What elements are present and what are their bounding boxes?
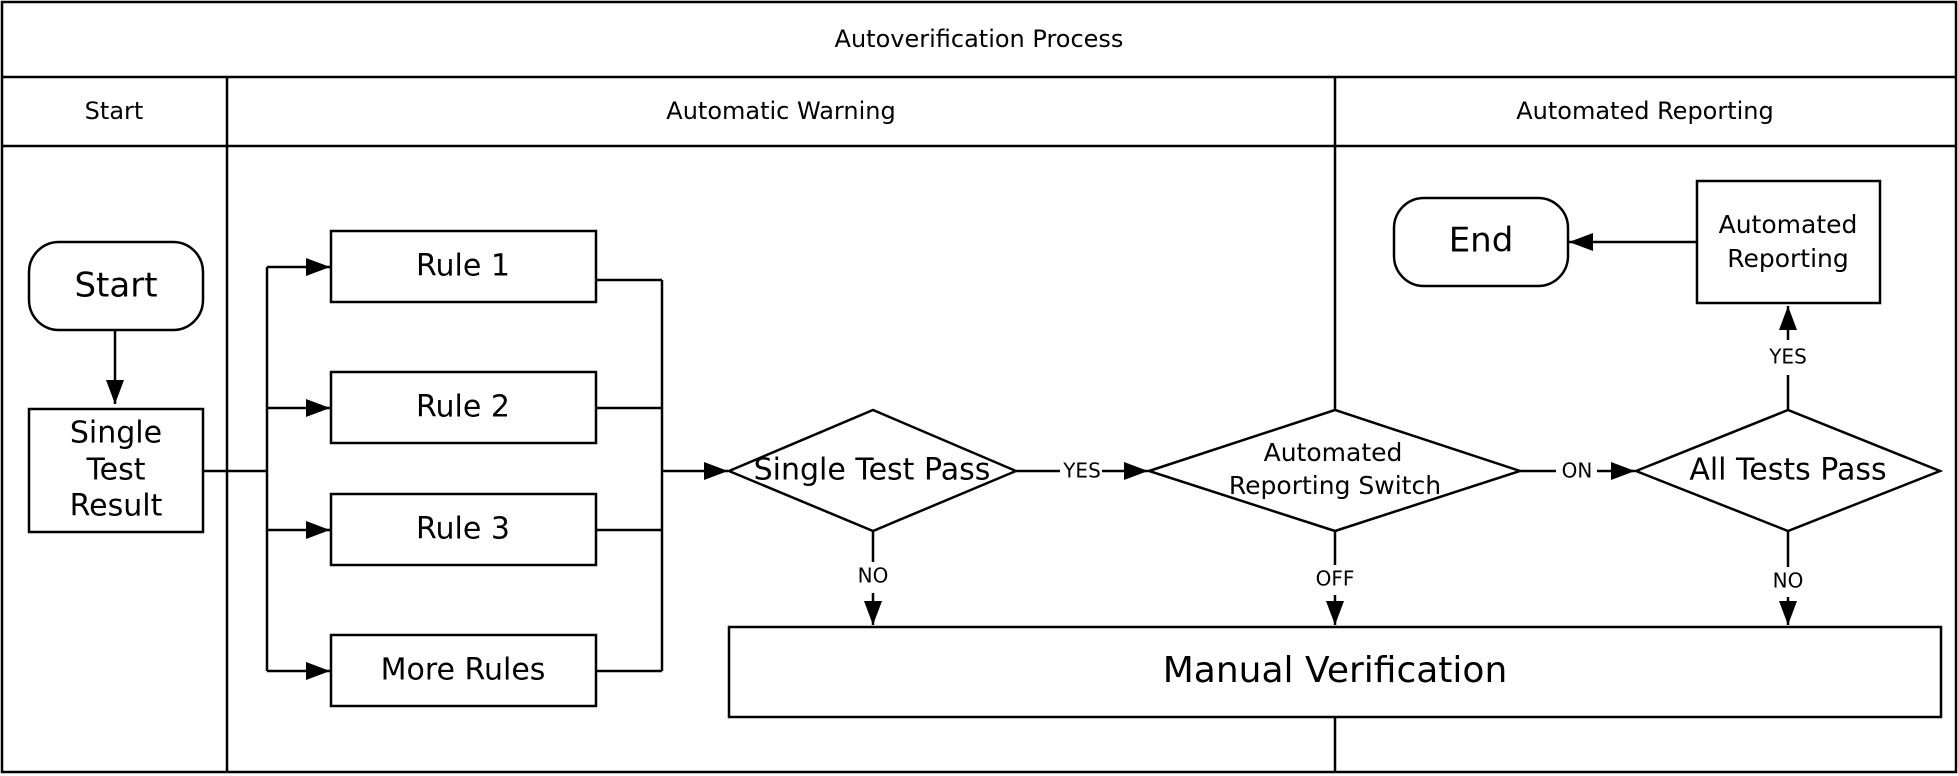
lane-header-start: Start [85,97,144,125]
rule-2-label: Rule 2 [416,390,510,425]
automated-reporting-switch-decision: Automated Reporting Switch [1144,408,1525,533]
more-rules-node: More Rules [329,633,598,708]
automated-reporting-node: Automated Reporting [1695,179,1882,305]
end-node-label: End [1449,221,1514,261]
automated-reporting-line-2: Reporting [1727,244,1849,273]
rule-3-node: Rule 3 [329,492,598,567]
end-node: End [1392,196,1570,288]
lane-header-automated-reporting: Automated Reporting [1516,97,1774,125]
edge-label-off: OFF [1316,567,1355,591]
start-node: Start [27,240,205,332]
auto-switch-line-2: Reporting Switch [1229,471,1441,500]
connectors [106,233,1797,680]
automated-reporting-line-1: Automated [1719,210,1858,239]
rule-1-label: Rule 1 [416,249,510,284]
rule-2-node: Rule 2 [329,370,598,445]
edge-label-no-right: NO [1773,569,1804,593]
manual-verification-node: Manual Verification [727,625,1943,719]
single-test-result-line-1: Single [70,416,162,451]
all-tests-pass-decision: All Tests Pass [1632,408,1944,533]
diagram-title: Autoverification Process [835,25,1124,53]
rule-1-node: Rule 1 [329,229,598,304]
single-test-pass-decision: Single Test Pass [725,408,1020,533]
manual-verification-label: Manual Verification [1163,650,1508,691]
rule-3-label: Rule 3 [416,512,510,547]
edge-label-yes-up: YES [1768,345,1807,369]
edge-label-on: ON [1562,459,1593,483]
auto-switch-line-1: Automated [1264,438,1403,467]
lane-header-automatic-warning: Automatic Warning [666,97,895,125]
single-test-result-node: Single Test Result [27,407,205,534]
edge-label-no: NO [858,564,889,588]
single-test-result-line-2: Test [85,453,145,488]
all-tests-pass-label: All Tests Pass [1689,453,1886,488]
single-test-pass-label: Single Test Pass [754,453,991,488]
single-test-result-line-3: Result [70,489,163,524]
more-rules-label: More Rules [381,653,546,688]
edge-label-yes: YES [1062,459,1101,483]
start-node-label: Start [74,266,157,306]
